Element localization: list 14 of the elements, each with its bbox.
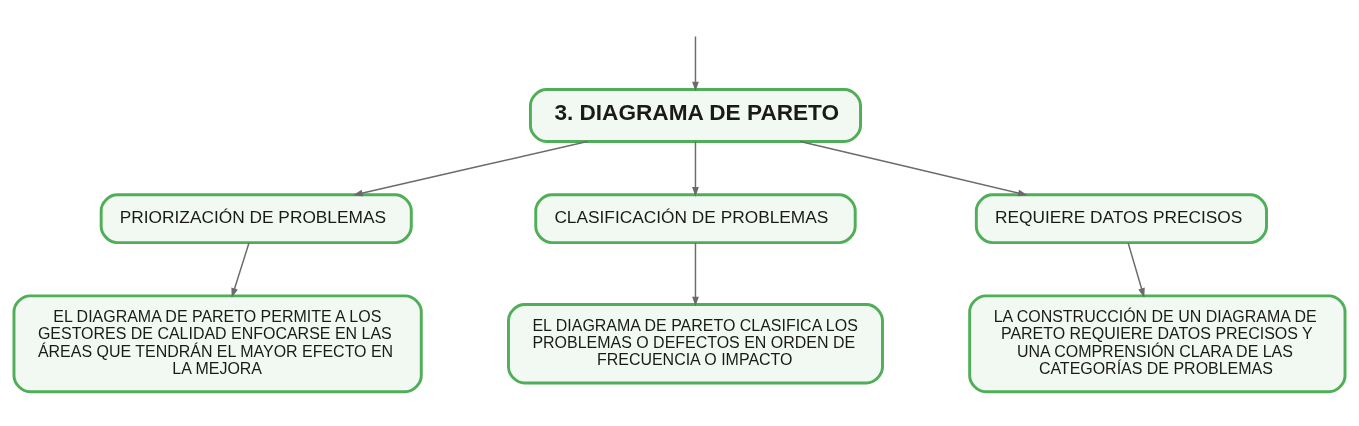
arrow bbox=[692, 241, 699, 306]
node-box: EL DIAGRAMA DE PARETO PERMITE A LOS GESTORES DE CALIDAD ENFOCARSE EN LAS ÁREAS QUE TENDRÁN EL MAYOR EFECTO EN LA MEJORA bbox=[12, 293, 423, 393]
arrow bbox=[231, 241, 250, 298]
arrow bbox=[799, 140, 1028, 196]
arrow bbox=[1127, 241, 1145, 298]
node-box: REQUIERE DATOS PRECISOS bbox=[974, 192, 1268, 244]
arrow bbox=[692, 140, 699, 197]
node-box: EL DIAGRAMA DE PARETO CLASIFICA LOS PROBLEMAS O DEFECTOS EN ORDEN DE FRECUENCIA O IMPACTO bbox=[507, 302, 884, 384]
node-box: 3. DIAGRAMA DE PARETO bbox=[528, 87, 862, 143]
node-box: LA CONSTRUCCIÓN DE UN DIAGRAMA DE PARETO REQUIERE DATOS PRECISOS Y UNA COMPRENSIÓN CLARA DE LAS CATEGORÍAS DE PROBLEMAS bbox=[968, 293, 1347, 393]
arrow bbox=[692, 35, 699, 91]
node-box: PRIORIZACIÓN DE PROBLEMAS bbox=[99, 192, 413, 244]
arrow bbox=[353, 140, 589, 196]
node-box: CLASIFICACIÓN DE PROBLEMAS bbox=[534, 192, 857, 244]
